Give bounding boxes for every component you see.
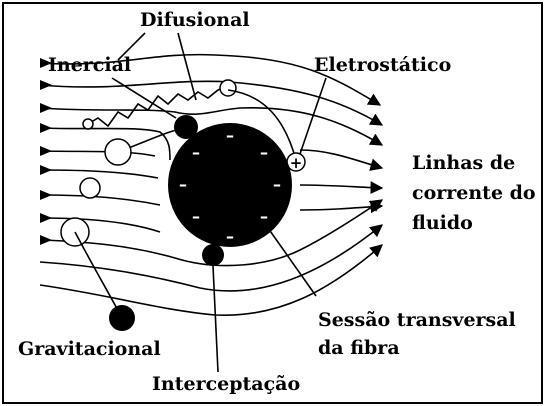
diffusion-particle-small [82, 118, 94, 130]
fiber-charges: – – – – – – – – [179, 126, 281, 246]
fiber-charge: – [192, 207, 200, 226]
label-linhas-2: corrente do [412, 182, 536, 204]
label-difusional: Difusional [140, 9, 250, 31]
particle-charge-symbol: + [290, 154, 303, 172]
fiber-charge: – [226, 126, 234, 145]
fiber-charge: – [273, 175, 281, 194]
gravitational-trajectory [74, 231, 123, 319]
fluid-streamlines [39, 53, 384, 316]
fiber-charge: – [260, 143, 268, 162]
diffusion-zigzag-path [87, 85, 229, 128]
inflow-arrowheads [40, 58, 52, 245]
label-gravitacional: Gravitacional [18, 338, 161, 360]
leader-eletrostatico [299, 77, 327, 155]
leader-difusional-2 [177, 32, 197, 101]
label-linhas-1: Linhas de [412, 152, 515, 174]
inertial-captured-particle [174, 115, 198, 139]
label-sessao-2: da fibra [318, 337, 400, 359]
particle-interception-start [79, 177, 101, 199]
label-inercial: Inercial [48, 54, 131, 76]
fiber-charge: – [260, 207, 268, 226]
fiber-charge: – [226, 227, 234, 246]
fiber-charge: – [179, 175, 187, 194]
diffusion-particle [219, 79, 237, 97]
fiber-charge: – [192, 143, 200, 162]
leader-difusional [117, 32, 146, 61]
interception-particle [202, 244, 224, 266]
gravitational-particle [109, 305, 135, 331]
leader-inercial [111, 77, 177, 119]
leader-sessao [267, 227, 317, 297]
leader-lines [111, 32, 327, 373]
label-sessao-1: Sessão transversal [318, 309, 516, 331]
inertial-particle [104, 138, 132, 166]
label-interceptacao: Interceptação [152, 373, 300, 395]
leader-interceptacao [212, 265, 219, 373]
label-eletrostatico: Eletrostático [314, 54, 451, 76]
electrostatic-trajectory [227, 89, 297, 161]
fiber-cross-section [168, 123, 292, 247]
label-linhas-3: fluido [412, 212, 473, 234]
